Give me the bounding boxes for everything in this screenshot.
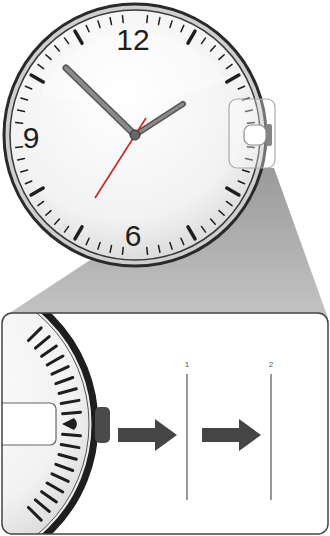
tick-mark xyxy=(219,55,224,60)
dial-numeral: 6 xyxy=(125,221,142,251)
tick-mark xyxy=(42,492,57,502)
second-hand xyxy=(95,118,146,198)
tick-mark xyxy=(52,474,68,482)
tick-mark xyxy=(63,434,81,436)
tick-mark xyxy=(122,247,124,254)
tick-mark xyxy=(211,46,216,51)
tick-mark xyxy=(18,158,25,159)
tick-mark xyxy=(59,455,76,460)
tick-mark xyxy=(158,18,159,25)
hour-hand xyxy=(66,68,135,135)
tick-mark xyxy=(28,507,41,520)
tick-mark xyxy=(21,170,28,172)
tick-mark xyxy=(61,444,79,447)
tick-mark xyxy=(46,55,51,60)
clock-face xyxy=(10,10,260,260)
tick-mark xyxy=(63,412,81,414)
inset-face xyxy=(2,313,89,534)
tick-mark xyxy=(211,219,216,224)
tick-mark xyxy=(110,246,111,253)
inset-bezel xyxy=(2,313,95,534)
position-number: 2 xyxy=(269,361,273,369)
crown xyxy=(95,407,110,443)
tick-mark xyxy=(170,21,172,28)
inset-border xyxy=(2,313,328,534)
dial-numeral: 12 xyxy=(116,25,149,55)
tick-mark xyxy=(46,211,51,216)
tick-mark xyxy=(86,238,89,244)
crown-slot xyxy=(2,403,56,445)
tick-mark xyxy=(227,75,239,82)
tick-mark xyxy=(16,122,23,124)
tick-mark xyxy=(98,21,100,28)
tick-mark xyxy=(238,86,244,89)
tick-mark xyxy=(226,64,232,68)
tick-mark xyxy=(188,227,195,239)
tick-mark xyxy=(86,25,89,31)
tick-mark xyxy=(181,238,184,244)
position-line xyxy=(271,374,272,500)
tick-mark xyxy=(158,246,159,253)
tick-mark xyxy=(242,170,249,172)
tick-mark xyxy=(35,500,49,512)
tick-mark xyxy=(31,188,43,195)
tick-mark xyxy=(110,18,111,25)
tick-mark xyxy=(226,201,232,205)
tick-mark xyxy=(146,247,148,254)
tick-mark xyxy=(35,337,49,349)
tick-mark xyxy=(188,31,195,43)
position-number: 1 xyxy=(185,361,189,369)
tick-mark xyxy=(55,46,60,51)
tick-mark xyxy=(42,346,57,356)
tick-mark xyxy=(31,75,43,82)
tick-mark xyxy=(25,86,31,89)
tick-mark xyxy=(201,226,205,232)
tick-mark xyxy=(146,16,148,23)
tick-mark xyxy=(238,181,244,184)
tick-mark xyxy=(56,464,73,470)
tick-mark xyxy=(55,219,60,224)
pull-arrow xyxy=(118,419,177,451)
dial-numeral: 9 xyxy=(23,123,40,153)
tick-mark xyxy=(52,367,68,375)
tick-mark xyxy=(21,98,28,100)
zoom-frame xyxy=(229,99,275,168)
minute-hand xyxy=(135,104,183,135)
tick-mark xyxy=(75,31,82,43)
tick-mark xyxy=(47,483,63,492)
tick-mark xyxy=(122,16,124,23)
hour-hand-inner xyxy=(66,68,135,135)
minute-ticks xyxy=(16,16,255,255)
tick-mark xyxy=(201,38,205,44)
tick-mark xyxy=(38,64,44,68)
tick-mark xyxy=(16,146,23,148)
tick-mark xyxy=(219,211,224,216)
tick-mark xyxy=(28,328,41,341)
tick-mark xyxy=(227,188,239,195)
tick-mark xyxy=(64,38,68,44)
hour-marker xyxy=(62,418,77,430)
tick-mark xyxy=(181,25,184,31)
tick-mark xyxy=(59,389,76,394)
tick-mark xyxy=(64,226,68,232)
minute-hand-inner xyxy=(135,104,183,135)
tick-mark xyxy=(47,356,63,365)
tick-mark xyxy=(75,227,82,239)
tick-mark xyxy=(56,377,73,383)
tick-mark xyxy=(170,242,172,249)
tick-mark xyxy=(38,201,44,205)
position-line xyxy=(187,374,188,500)
tick-mark xyxy=(18,110,25,111)
clock-bezel xyxy=(4,4,266,266)
tick-mark xyxy=(25,181,31,184)
tick-mark xyxy=(98,242,100,249)
tick-mark xyxy=(61,400,79,403)
hand-cap xyxy=(130,130,140,140)
pull-arrow xyxy=(202,419,261,451)
